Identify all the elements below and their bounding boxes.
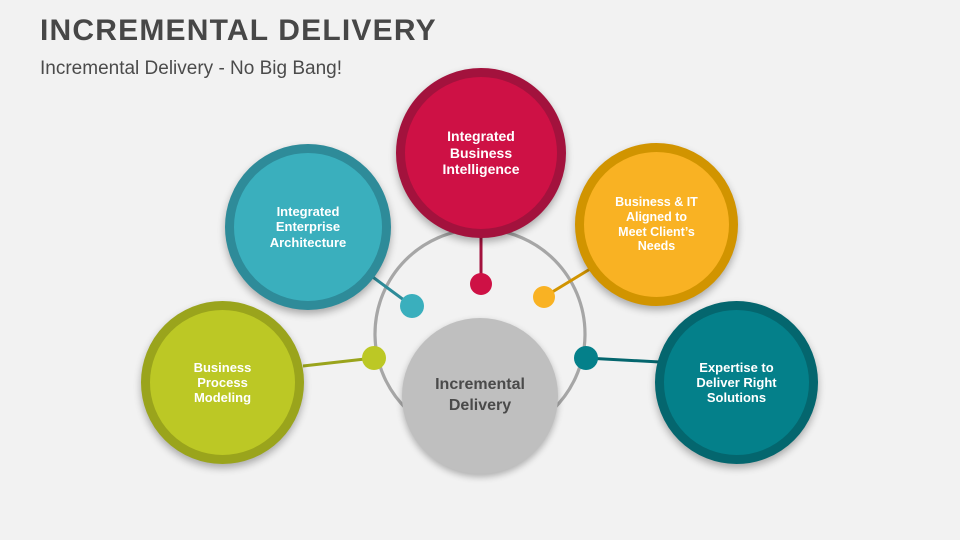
node-expertise-to-deliver-right-solutions[interactable]: Expertise to Deliver Right Solutions bbox=[655, 301, 818, 464]
arc-dot-business-process-modeling[interactable] bbox=[362, 346, 386, 370]
node-label: Expertise to Deliver Right Solutions bbox=[696, 359, 777, 406]
page-subtitle: Incremental Delivery - No Big Bang! bbox=[40, 58, 343, 79]
node-business-it-aligned-to-meet-clients-needs[interactable]: Business & IT Aligned to Meet Client’s N… bbox=[575, 143, 738, 306]
arc-dot-business-it-aligned[interactable] bbox=[533, 286, 555, 308]
hub-label: Incremental Delivery bbox=[435, 376, 525, 414]
arc-dot-integrated-enterprise-architecture[interactable] bbox=[400, 294, 424, 318]
page-title: INCREMENTAL DELIVERY bbox=[40, 14, 437, 47]
node-label: Integrated Business Intelligence bbox=[442, 128, 520, 178]
node-integrated-business-intelligence[interactable]: Integrated Business Intelligence bbox=[396, 68, 566, 238]
node-integrated-enterprise-architecture[interactable]: Integrated Enterprise Architecture bbox=[225, 144, 391, 310]
node-business-process-modeling[interactable]: Business Process Modeling bbox=[141, 301, 304, 464]
hub-incremental-delivery[interactable]: Incremental Delivery bbox=[402, 318, 558, 474]
node-label: Business Process Modeling bbox=[193, 359, 252, 406]
arc-dot-expertise-to-deliver-right-solutions[interactable] bbox=[574, 346, 598, 370]
spoke-expertise-to-deliver-right-solutions bbox=[585, 356, 661, 364]
node-label: Integrated Enterprise Architecture bbox=[269, 204, 347, 250]
node-label: Business & IT Aligned to Meet Client’s N… bbox=[615, 195, 698, 254]
arc-dot-integrated-business-intelligence[interactable] bbox=[470, 273, 492, 295]
